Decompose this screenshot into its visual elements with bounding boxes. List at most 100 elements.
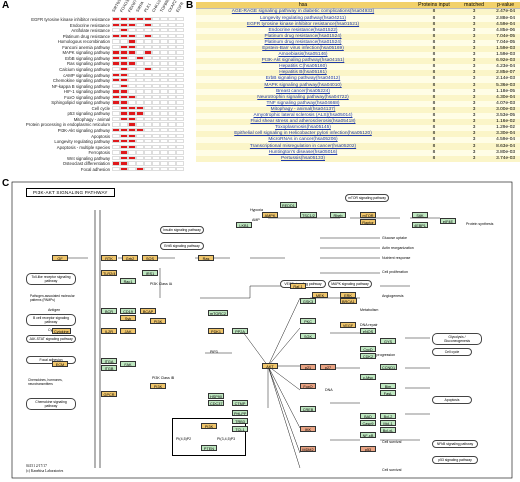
outcome-metabolism: Metabolism <box>360 308 379 312</box>
term-link[interactable]: Huntington's disease(hsa05016) <box>196 149 410 156</box>
term-link[interactable]: Epithelial cell signaling in Helicobacte… <box>196 131 410 138</box>
process-nfkb: NFkB signaling pathway <box>432 440 478 448</box>
term-link[interactable]: Transcriptional misregulation in cancer(… <box>196 143 410 150</box>
term-link[interactable]: Breast cancer(hsa05224) <box>196 88 410 95</box>
gene-node-trib3: TRB3 <box>232 418 248 424</box>
heatmap-cell <box>176 133 184 138</box>
heatmap-row-label: Apoptosis <box>91 133 110 139</box>
gene-node-lkb1: LKB1 <box>236 222 252 228</box>
term-link[interactable]: Endocrine resistance(hsa01522) <box>196 27 410 34</box>
term-link[interactable]: AGE-RAGE signaling pathway in diabetic c… <box>196 8 410 16</box>
heatmap-cell <box>112 89 120 94</box>
heatmap-cell <box>112 44 120 50</box>
heatmap-cell <box>112 33 120 39</box>
cell-input: 8 <box>410 100 459 107</box>
gene-node-il2r: IL2R <box>101 328 117 334</box>
heatmap-cell <box>160 72 168 77</box>
gene-node-gsk3: GSK3 <box>300 298 316 304</box>
cell-matched: 3 <box>458 39 491 46</box>
pathway-title: PI3K-AKT SIGNALING PATHWAY <box>26 188 115 197</box>
term-link[interactable]: Amoebiasis(hsa05146) <box>196 52 410 59</box>
term-link[interactable]: Platinum drug resistance(hsa01524) <box>196 33 410 40</box>
heatmap-cell <box>144 39 152 44</box>
gene-node-hsp90: HSP90 <box>208 393 225 399</box>
heatmap-row-label: ErbB signaling pathway <box>65 55 110 61</box>
heatmap-cell <box>144 116 152 122</box>
heatmap-cell <box>136 28 144 33</box>
gene-node-casp9: Casp9 <box>360 420 376 426</box>
cell-matched: 3 <box>458 70 491 77</box>
heatmap-cell <box>176 22 184 27</box>
term-link[interactable]: Hepatitis C(hsa05160) <box>196 64 410 71</box>
term-link[interactable]: MAPK signaling pathway(hsa04010) <box>196 82 410 89</box>
heatmap-cell <box>112 50 120 55</box>
heatmap-cell <box>152 78 160 83</box>
term-link[interactable]: TNF signaling pathway(hsa04668) <box>196 100 410 107</box>
gene-node-ctmp: CTMP <box>232 400 248 406</box>
cell-input: 8 <box>410 155 459 162</box>
heatmap-cell <box>128 166 136 172</box>
cell-input: 8 <box>410 33 459 40</box>
cell-p-value: 1.16e-02 <box>490 119 520 126</box>
heatmap-cell <box>160 116 168 122</box>
outcome-dna-repair: DNA repair <box>360 323 378 327</box>
cell-input: 8 <box>410 39 459 46</box>
process-chemokine: Chemokine signaling pathway <box>26 398 76 410</box>
term-link[interactable]: EGFR tyrosine kinase inhibitor resistanc… <box>196 21 410 28</box>
heatmap-cell <box>168 166 176 172</box>
label-pamps: Pathogen-associated molecular patterns (… <box>30 294 75 302</box>
outcome-cell-proliferation: Cell proliferation <box>382 270 408 274</box>
heatmap-cell <box>136 150 144 155</box>
term-link[interactable]: Amyotrophic lateral sclerosis (ALS)(hsa0… <box>196 112 410 120</box>
term-link[interactable]: Epstein-Barr virus infection(hsa05169) <box>196 45 410 53</box>
heatmap-cell <box>136 61 144 66</box>
gene-node-pp2a: PP2A <box>232 328 248 334</box>
cell-p-value: 4.07e-03 <box>490 100 520 107</box>
heatmap-cell <box>176 50 184 55</box>
heatmap-cell <box>168 72 176 77</box>
heatmap-cell <box>112 94 120 100</box>
heatmap-cell <box>152 72 160 77</box>
heatmap-cell <box>128 44 136 50</box>
heatmap-cell <box>120 166 128 172</box>
gene-node-ampk: AMPK <box>262 212 278 218</box>
heatmap-cell <box>168 155 176 161</box>
cell-matched: 3 <box>458 15 491 22</box>
term-link[interactable]: Toxoplasmosis(hsa05145) <box>196 125 410 132</box>
heatmap-cell <box>160 128 168 133</box>
gene-node-syk: Syk <box>120 315 136 321</box>
heatmap-cell <box>168 150 176 155</box>
heatmap-cell <box>120 94 128 100</box>
term-link[interactable]: ErbB signaling pathway(hsa04012) <box>196 76 410 83</box>
term-link[interactable]: Longevity regulating pathway(hsa04211) <box>196 15 410 22</box>
term-link[interactable]: Neurotrophin signaling pathway(hsa04722) <box>196 94 410 101</box>
heatmap-cell <box>120 50 128 55</box>
heatmap-cell <box>168 44 176 50</box>
term-link[interactable]: Pertussis(hsa05133) <box>196 155 410 162</box>
cell-p-value: 4.59e-04 <box>490 137 520 144</box>
term-link[interactable]: Fluid shear stress and atherosclerosis(h… <box>196 119 410 126</box>
term-link[interactable]: Hepatitis B(hsa05161) <box>196 70 410 77</box>
kegg-table: hsa Proteins input matched p-value AGE-R… <box>196 2 520 162</box>
term-link[interactable]: MicroRNAs in cancer(hsa05206) <box>196 137 410 144</box>
gene-node-mtorc2: mTORC2 <box>208 310 228 316</box>
gene-node-pi3kb: PI3K <box>150 383 166 389</box>
heatmap-cell <box>136 144 144 150</box>
heatmap-cell <box>152 100 160 105</box>
gene-node-p21: p21 <box>300 364 316 370</box>
cell-p-value: 3.00e-03 <box>490 106 520 113</box>
heatmap-cell <box>128 139 136 144</box>
term-link[interactable]: Platinum drug resistance(hsa01524) <box>196 39 410 46</box>
gene-node-hif: VEGF <box>340 322 356 328</box>
term-link[interactable]: PI3K-Akt signaling pathway(hsa04151) <box>196 58 410 65</box>
heatmap-cell <box>152 39 160 44</box>
heatmap-cell <box>128 155 136 161</box>
term-link[interactable]: Mitophagy - animal(hsa04137) <box>196 106 410 113</box>
heatmap-cell <box>152 122 160 127</box>
cell-matched: 3 <box>458 45 491 53</box>
cell-matched: 3 <box>458 106 491 113</box>
header-hsa: hsa <box>196 2 410 10</box>
